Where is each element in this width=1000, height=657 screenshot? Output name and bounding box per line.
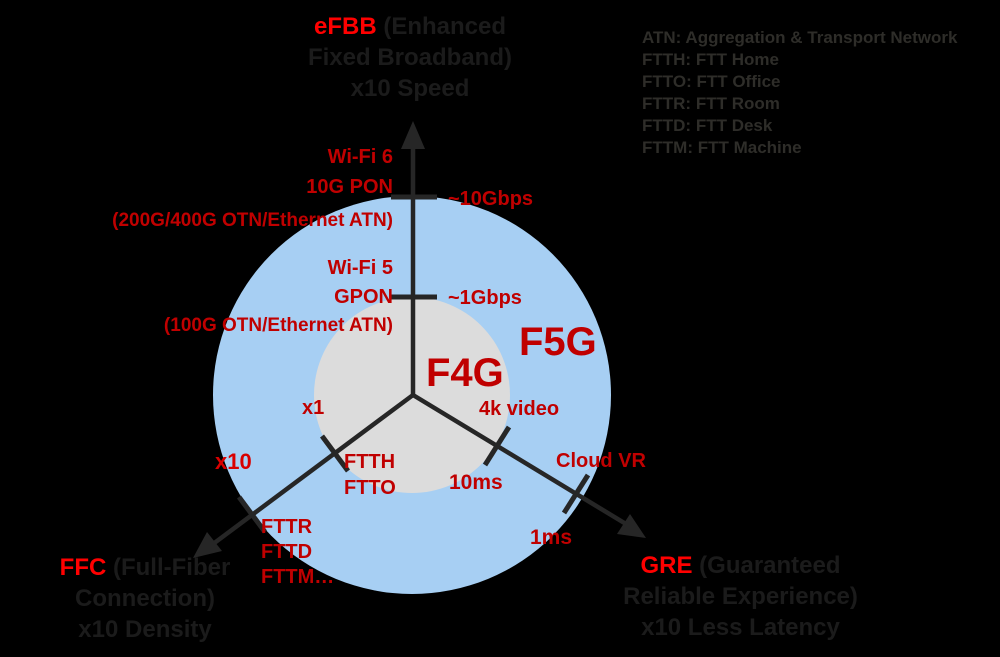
density-outer-value: x10 bbox=[215, 449, 252, 474]
axis-lines bbox=[211, 148, 628, 546]
speed-inner-tech-wifi5: Wi-Fi 5 bbox=[327, 257, 393, 279]
speed-outer-network: (200G/400G OTN/Ethernet ATN) bbox=[112, 210, 393, 231]
efbb-title-line1: eFBB (Enhanced bbox=[250, 11, 570, 42]
efbb-abbreviation: eFBB bbox=[313, 13, 377, 40]
latency-inner-app: 4k video bbox=[479, 398, 560, 420]
speed-outer-value: ~10Gbps bbox=[448, 188, 534, 210]
density-outer-tick bbox=[236, 495, 268, 534]
gre-title: GRE (Guaranteed Reliable Experience) x10… bbox=[613, 550, 868, 643]
speed-outer-tech-10gpon: 10G PON bbox=[306, 176, 393, 198]
density-inner-value: x1 bbox=[302, 397, 325, 419]
legend-atn: ATN: Aggregation & Transport Network bbox=[642, 28, 958, 47]
gre-benefit: x10 Less Latency bbox=[641, 614, 840, 641]
density-outer-fibers: FTTR FTTD FTTM… bbox=[261, 515, 334, 590]
density-outer-fiber-fttr: FTTR bbox=[261, 516, 313, 538]
legend-ftth: FTTH: FTT Home bbox=[642, 50, 779, 69]
latency-outer-app: Cloud VR bbox=[556, 450, 646, 472]
latency-outer-tick bbox=[561, 473, 591, 515]
efbb-title: eFBB (Enhanced Fixed Broadband) x10 Spee… bbox=[250, 11, 570, 104]
legend-fttm: FTTM: FTT Machine bbox=[642, 138, 802, 157]
speed-inner-network: (100G OTN/Ethernet ATN) bbox=[163, 315, 393, 336]
density-inner-fibers: FTTH FTTO bbox=[344, 449, 396, 501]
efbb-expansion-end: Fixed Broadband) bbox=[307, 44, 512, 71]
ffc-expansion-end: Connection) bbox=[75, 585, 215, 612]
speed-inner-tech-gpon: GPON bbox=[334, 286, 393, 308]
efbb-benefit: x10 Speed bbox=[350, 75, 470, 102]
axis-arrowheads bbox=[193, 121, 646, 558]
ffc-title-line1: FFC (Full-Fiber bbox=[25, 552, 265, 583]
legend-ftto: FTTO: FTT Office bbox=[642, 72, 781, 91]
gre-title-line1: GRE (Guaranteed bbox=[613, 550, 868, 581]
density-inner-fiber-ftto: FTTO bbox=[344, 477, 396, 499]
density-inner-fiber-ftth: FTTH bbox=[344, 451, 396, 473]
f5g-ring-label: F5G bbox=[519, 320, 597, 364]
ffc-benefit: x10 Density bbox=[78, 616, 212, 643]
speed-arrowhead bbox=[401, 121, 425, 149]
ffc-expansion-start: (Full-Fiber bbox=[106, 554, 231, 581]
density-axis-line bbox=[211, 393, 415, 546]
speed-outer-tech-wifi6: Wi-Fi 6 bbox=[327, 146, 393, 168]
abbreviation-legend: ATN: Aggregation & Transport Network FTT… bbox=[642, 27, 957, 159]
gre-expansion-start: (Guaranteed bbox=[692, 552, 841, 579]
density-inner-tick bbox=[319, 434, 351, 473]
legend-fttr: FTTR: FTT Room bbox=[642, 94, 780, 113]
ffc-abbreviation: FFC bbox=[59, 554, 107, 581]
gre-abbreviation: GRE bbox=[640, 552, 693, 579]
ffc-title: FFC (Full-Fiber Connection) x10 Density bbox=[25, 552, 265, 645]
gre-expansion-end: Reliable Experience) bbox=[623, 583, 858, 610]
latency-inner-tick bbox=[482, 425, 512, 467]
latency-outer-value: 1ms bbox=[530, 526, 573, 549]
efbb-expansion-start: (Enhanced bbox=[376, 13, 507, 40]
latency-arrowhead bbox=[617, 514, 646, 538]
latency-axis-line bbox=[411, 393, 628, 526]
density-arrowhead bbox=[193, 532, 222, 558]
density-outer-fiber-fttm: FTTM… bbox=[261, 566, 335, 588]
density-outer-fiber-fttd: FTTD bbox=[261, 541, 313, 563]
axis-ticks bbox=[236, 194, 591, 534]
legend-fttd: FTTD: FTT Desk bbox=[642, 116, 773, 135]
f4g-ring-label: F4G bbox=[426, 351, 504, 395]
latency-inner-value: 10ms bbox=[449, 471, 503, 494]
speed-inner-value: ~1Gbps bbox=[448, 287, 522, 309]
